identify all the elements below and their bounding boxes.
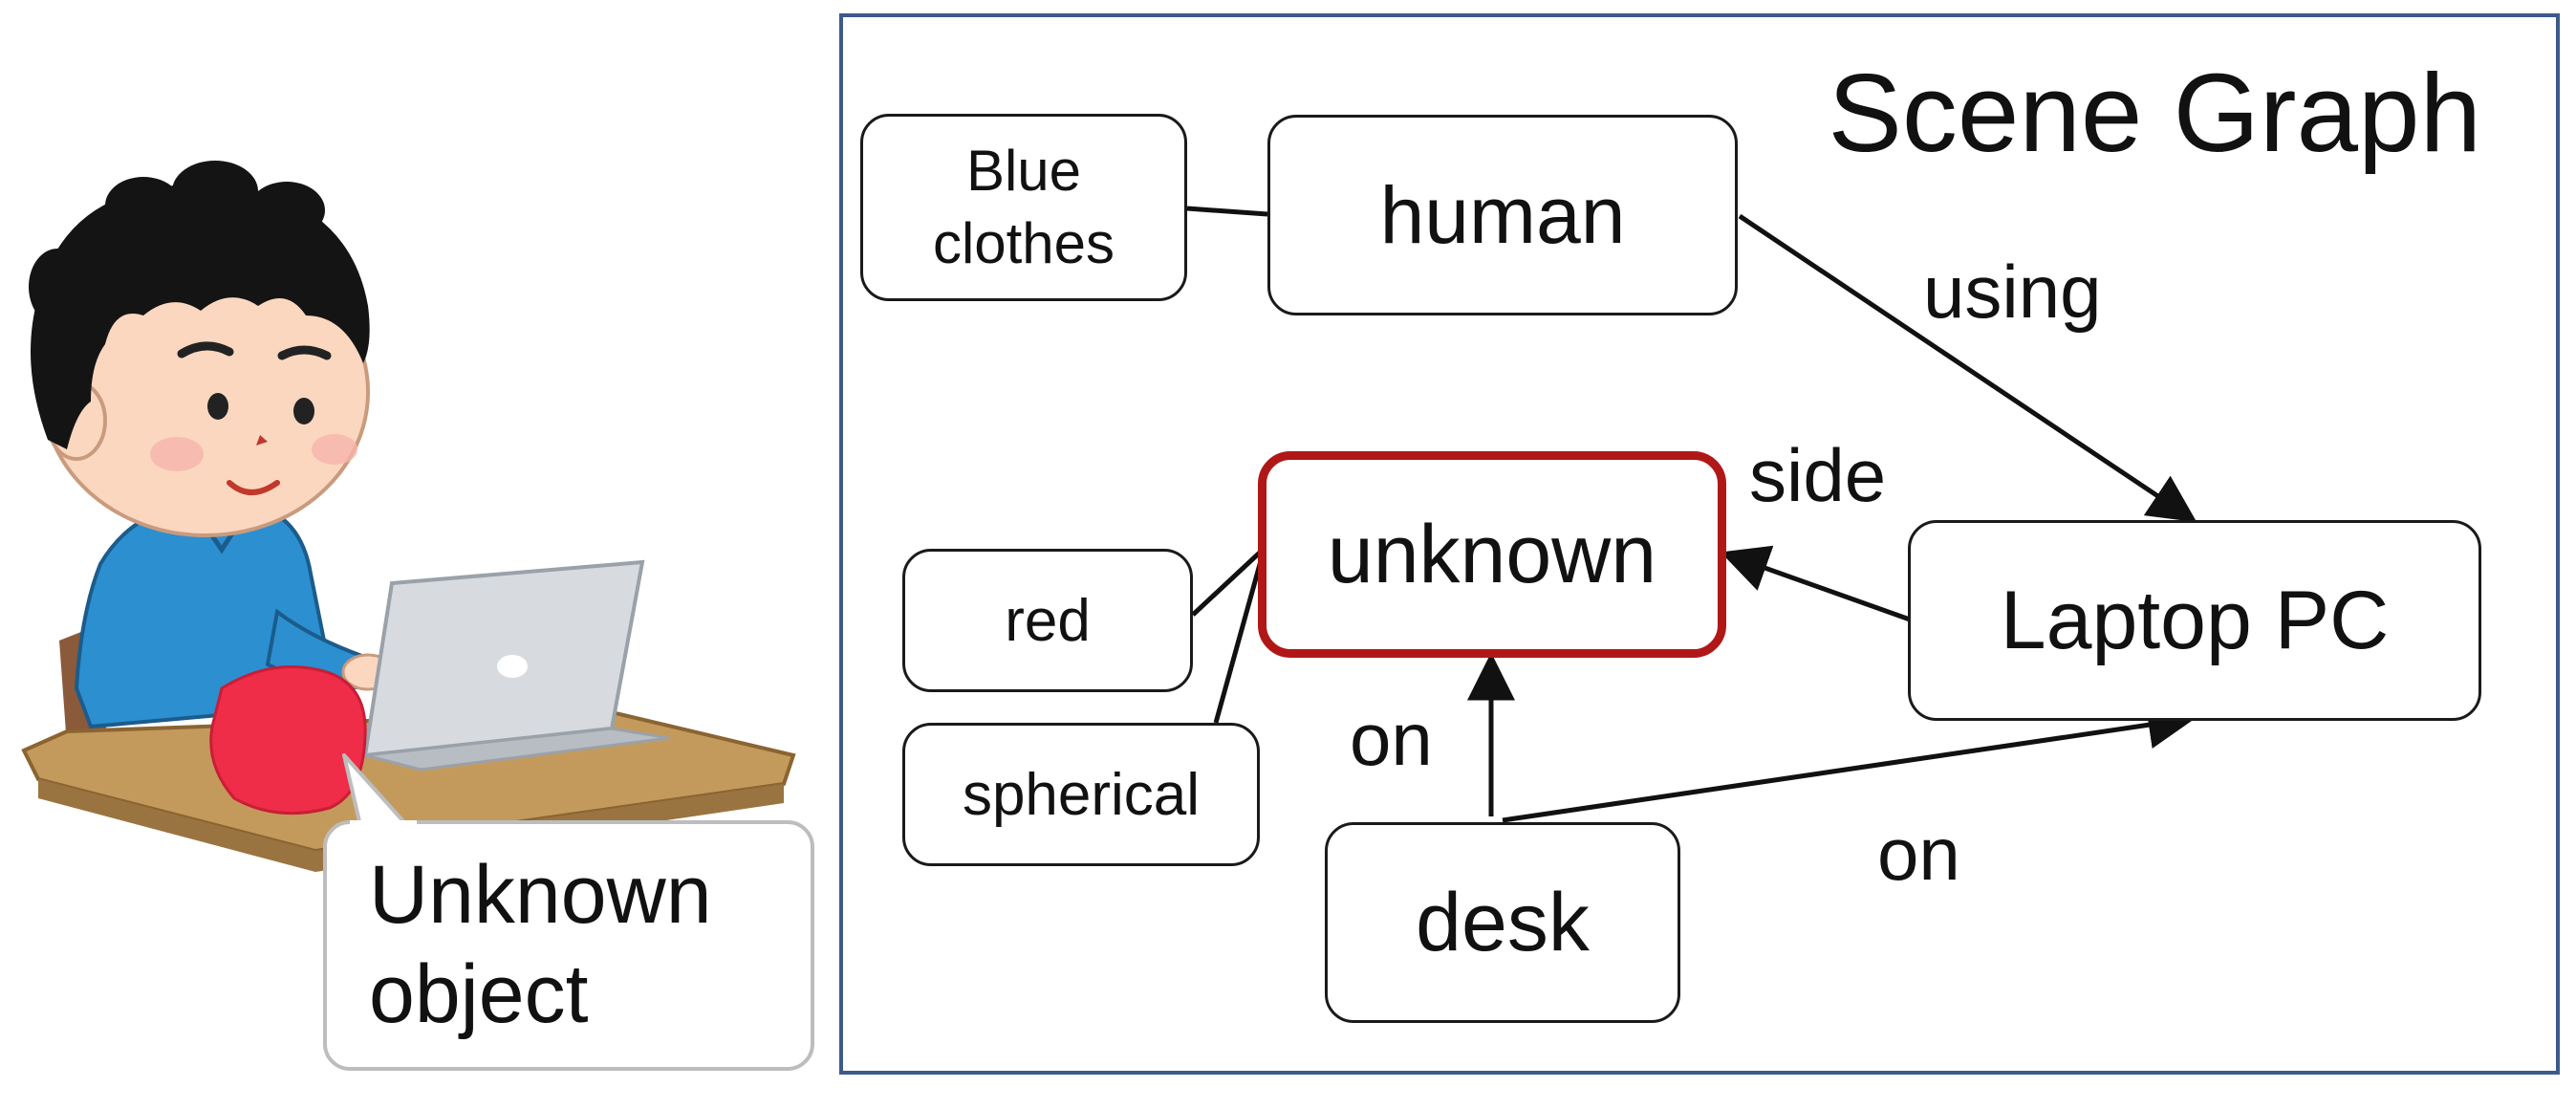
node-desk: desk <box>1325 822 1680 1023</box>
node-red: red <box>902 549 1193 692</box>
callout-junction <box>350 820 417 828</box>
node-human: human <box>1267 115 1738 315</box>
unknown-object-callout: Unknown object <box>323 820 814 1071</box>
edge-label-side: side <box>1749 433 1887 517</box>
node-unknown: unknown <box>1258 451 1726 658</box>
edge-desk-laptop <box>1502 701 2197 823</box>
edge-blue-clothes-human <box>1186 206 1268 217</box>
person-illustration: Unknown object <box>0 0 841 1104</box>
scene-graph-title: Scene Graph <box>1828 51 2481 175</box>
edge-unknown-spherical <box>1213 556 1265 724</box>
laptop-drawing <box>362 559 670 772</box>
callout-line-1: Unknown <box>369 849 712 941</box>
scene-graph-edges <box>1186 206 2197 823</box>
unknown-object-icon <box>209 665 367 815</box>
scene-graph-panel: Scene Graph Blue clothes human unknown L… <box>839 13 2560 1075</box>
node-laptop-pc: Laptop PC <box>1908 520 2481 721</box>
callout-line-2: object <box>369 948 589 1040</box>
node-blue-clothes-line1: Blue <box>965 139 1082 203</box>
person-head <box>29 161 370 537</box>
edge-laptop-unknown <box>1720 545 1911 622</box>
node-blue-clothes: Blue clothes <box>860 114 1187 301</box>
node-blue-clothes-line2: clothes <box>932 211 1115 275</box>
edge-label-on-unknown: on <box>1350 697 1433 781</box>
edge-label-on-laptop: on <box>1877 812 1960 896</box>
edge-unknown-red <box>1191 549 1264 617</box>
edge-human-laptop <box>1738 213 2197 523</box>
person-with-laptop-drawing <box>21 161 796 872</box>
edge-label-using: using <box>1923 250 2102 334</box>
node-spherical: spherical <box>902 723 1260 866</box>
